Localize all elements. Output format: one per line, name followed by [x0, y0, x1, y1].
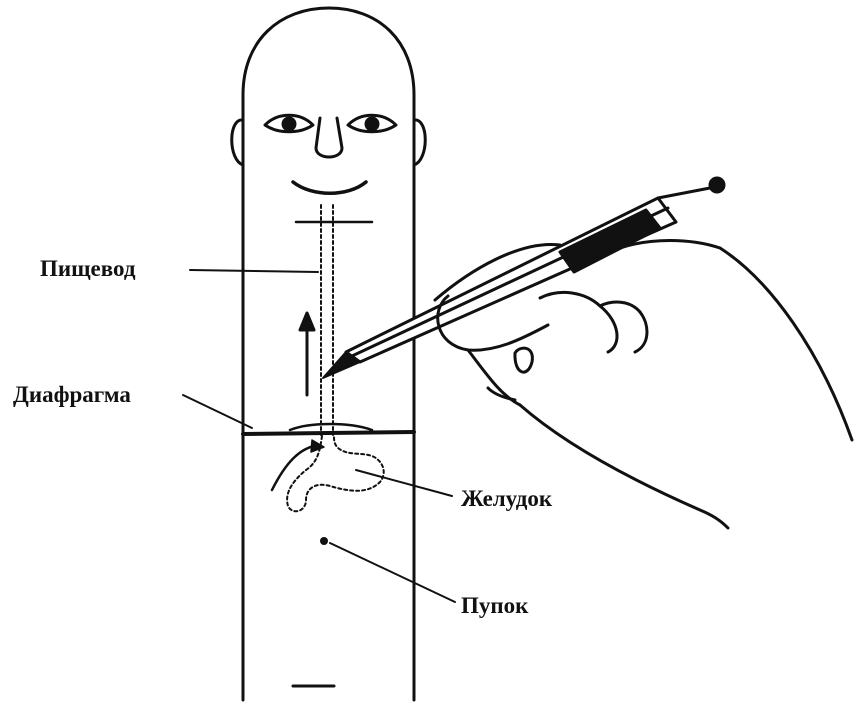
leader-esophagus: [190, 270, 318, 272]
label-esophagus: Пищевод: [40, 257, 136, 280]
right-eye: [348, 115, 396, 132]
label-diaphragm: Диафрагма: [13, 383, 131, 406]
left-ear: [232, 120, 243, 165]
nose: [316, 118, 342, 157]
diaphragm-line: [243, 432, 414, 434]
body-outline: [243, 8, 414, 700]
mouth: [293, 182, 366, 193]
left-eye: [265, 115, 313, 132]
navel-dot: [320, 537, 328, 545]
esophagus: [321, 205, 333, 435]
leader-navel: [330, 543, 455, 602]
leader-stomach: [356, 470, 452, 496]
label-stomach: Желудок: [461, 487, 552, 510]
label-navel: Пупок: [461, 594, 528, 617]
upward-arrow: [300, 313, 314, 395]
diaphragm-dome: [290, 424, 372, 430]
right-ear: [414, 120, 425, 165]
